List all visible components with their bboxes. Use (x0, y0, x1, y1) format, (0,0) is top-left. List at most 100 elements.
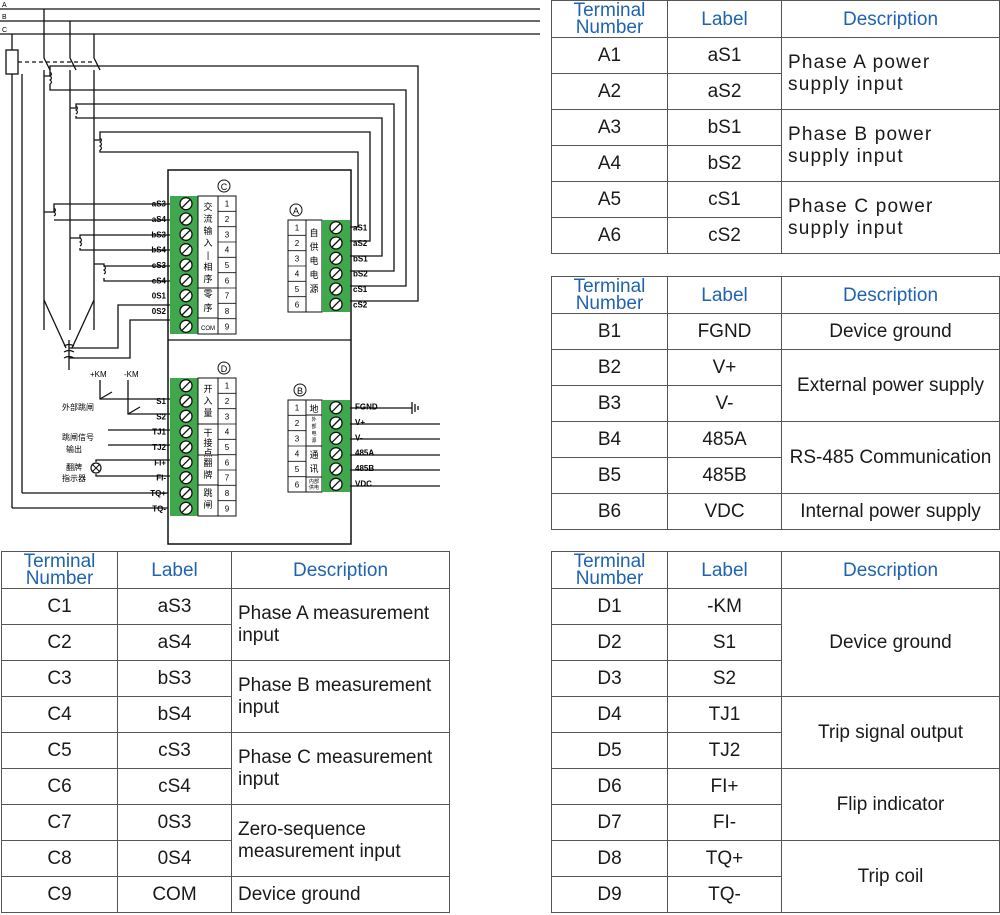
cell-label: cS3 (117, 732, 232, 769)
terminal-pin-number: 7 (225, 474, 230, 483)
terminal-screw-icon (329, 251, 343, 265)
terminal-screw-icon (179, 501, 193, 515)
cell-number: A6 (551, 217, 668, 254)
cell-number: C4 (1, 696, 118, 733)
terminal-screw-icon (179, 440, 193, 454)
cell-description: Phase A power supply input (781, 37, 1000, 110)
cell-number: C9 (1, 876, 118, 913)
terminal-label: FI- (156, 474, 166, 483)
group-char: 电 (311, 430, 316, 437)
cell-description: Phase A measurement input (231, 588, 450, 661)
cell-description: External power supply (781, 349, 1000, 422)
cell-label: 0S4 (117, 840, 232, 877)
cell-description: Phase C measurement input (231, 732, 450, 805)
terminal-screw-icon (179, 379, 193, 393)
group-char: 自 (309, 227, 318, 238)
terminal-screw-icon (179, 289, 193, 303)
terminal-screw-icon (179, 258, 193, 272)
group-char: 源 (309, 284, 318, 294)
cell-number: B6 (551, 493, 668, 530)
terminal-pin-number: 1 (295, 404, 300, 413)
header-description: Description (231, 551, 450, 589)
terminal-pin-number: 4 (295, 450, 300, 459)
cell-description: Flip indicator (781, 768, 1000, 841)
cell-number: A3 (551, 109, 668, 146)
terminal-screw-icon (329, 236, 343, 250)
terminal-pin-number: 2 (225, 397, 230, 406)
cell-description: RS-485 Communication (781, 421, 1000, 494)
terminal-label: aS3 (152, 200, 167, 209)
group-char: 量 (203, 408, 212, 418)
cell-label: FGND (667, 313, 782, 350)
cell-number: D2 (551, 624, 668, 661)
cell-label: aS1 (667, 37, 782, 74)
phase-c-label: C (2, 27, 7, 34)
terminal-pin-number: 5 (225, 261, 230, 270)
label-ext-trip: 外部跳闸 (62, 402, 94, 412)
terminal-pin-number: 3 (295, 254, 300, 263)
terminal-label: 0S2 (152, 307, 167, 316)
terminal-screw-icon (179, 227, 193, 241)
terminal-label: S1 (156, 397, 166, 406)
group-char: 源 (311, 437, 316, 444)
cell-label: -KM (667, 588, 782, 625)
terminal-label: FI+ (154, 458, 166, 467)
cell-description: Device ground (781, 588, 1000, 697)
cell-label: 485A (667, 421, 782, 458)
svg-text:COM: COM (201, 326, 215, 332)
label-trip-signal-1: 跳闸信号 (62, 432, 94, 442)
svg-text:A: A (293, 206, 299, 216)
terminal-label: TJ1 (152, 428, 166, 437)
terminal-label: cS1 (353, 285, 368, 294)
header-label: Label (667, 276, 782, 314)
terminal-screw-icon (179, 319, 193, 333)
terminal-screw-icon (179, 197, 193, 211)
svg-text:序: 序 (203, 302, 212, 313)
terminal-pin-number: 1 (225, 382, 230, 391)
cell-label: cS4 (117, 768, 232, 805)
cell-label: TQ- (667, 876, 782, 913)
terminal-screw-icon (179, 212, 193, 226)
terminal-pin-number: 1 (295, 224, 300, 233)
cell-description: Phase C power supply input (781, 181, 1000, 254)
group-char: 翻 (203, 458, 212, 468)
group-char: 闸 (203, 500, 212, 510)
terminal-screw-icon (179, 471, 193, 485)
svg-text:C: C (221, 182, 228, 192)
cell-label: FI+ (667, 768, 782, 805)
header-description: Description (781, 0, 1000, 38)
cell-label: cS2 (667, 217, 782, 254)
svg-text:通: 通 (309, 450, 318, 460)
header-terminal-number: Terminal Number (1, 551, 118, 589)
terminal-label: V- (355, 433, 363, 442)
cell-number: A1 (551, 37, 668, 74)
group-char: 入 (203, 238, 212, 248)
cell-number: B4 (551, 421, 668, 458)
terminal-label: 485B (355, 464, 374, 473)
terminal-label: bS2 (353, 270, 368, 279)
cell-label: aS2 (667, 73, 782, 110)
cell-number: C1 (1, 588, 118, 625)
terminal-pin-number: 8 (225, 307, 230, 316)
cell-label: TQ+ (667, 840, 782, 877)
header-label: Label (117, 551, 232, 589)
terminal-screw-icon (179, 409, 193, 423)
svg-text:B: B (297, 386, 303, 396)
terminal-label: TJ2 (152, 443, 166, 452)
cell-number: D7 (551, 804, 668, 841)
cell-label: VDC (667, 493, 782, 530)
terminal-pin-number: 3 (295, 434, 300, 443)
terminal-screw-icon (329, 477, 343, 491)
group-char: 交 (203, 201, 212, 212)
group-char: 接 (203, 437, 212, 448)
cell-label: 485B (667, 457, 782, 494)
cell-number: B5 (551, 457, 668, 494)
cell-label: S2 (667, 660, 782, 697)
terminal-label: cS2 (353, 300, 368, 309)
terminal-label: S2 (156, 412, 166, 421)
